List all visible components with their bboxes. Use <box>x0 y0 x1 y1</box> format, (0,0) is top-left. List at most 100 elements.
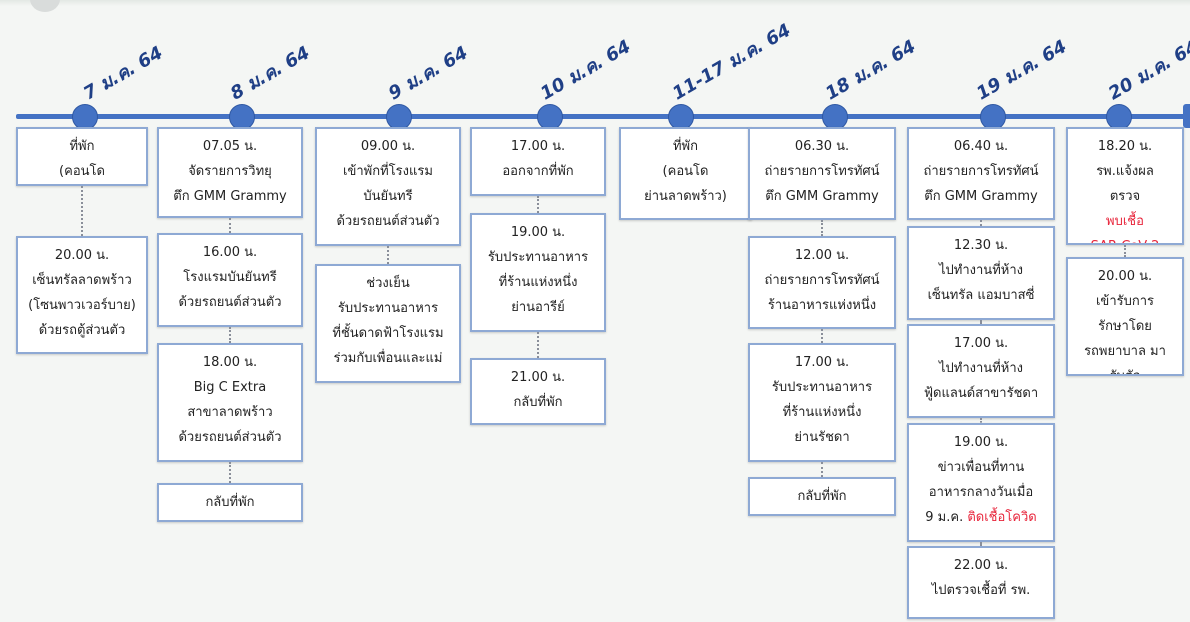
event-text: รพ.แจ้งผล <box>1096 164 1154 179</box>
alert-text: ติดเชื้อโควิด <box>967 510 1037 525</box>
event-text: 20.00 น. <box>54 248 110 263</box>
event-line: รถพยาบาล มา <box>1070 339 1180 364</box>
event-line: ด้วยรถยนต์ส่วนตัว <box>161 425 299 450</box>
event-text: 06.30 น. <box>794 139 850 154</box>
event-line: ที่ร้านแห่งหนึ่ง <box>474 270 602 295</box>
event-text: ย่านรัชดา <box>794 430 850 445</box>
event-text: ที่ร้านแห่งหนึ่ง <box>782 405 862 420</box>
event-line: กลับที่พัก <box>161 490 299 515</box>
event-text: 18.00 น. <box>202 355 258 370</box>
date-label: 7 ม.ค. 64 <box>80 42 167 105</box>
event-text: รับประทานอาหาร <box>771 380 873 395</box>
event-line: ตรวจ <box>1070 184 1180 209</box>
event-line: เซ็นทรัลลาดพร้าว <box>20 268 144 293</box>
event-text: Big C Extra <box>193 380 267 395</box>
event-text: 12.00 น. <box>794 248 850 263</box>
connector <box>229 327 231 343</box>
event-line: โรงแรมบันยันทรี <box>161 265 299 290</box>
event-text: 22.00 น. <box>953 558 1009 573</box>
connector <box>229 218 231 233</box>
event-line: 06.30 น. <box>752 134 892 159</box>
event-box: กลับที่พัก <box>157 483 303 522</box>
top-shape <box>30 0 60 12</box>
event-text: ช่วงเย็น <box>366 276 410 291</box>
event-text: ไปทำงานที่ห้าง <box>939 263 1023 278</box>
event-text: ฟู้ดแลนด์สาขารัชดา <box>923 386 1039 401</box>
event-text: ตึก GMM Grammy <box>765 189 879 204</box>
event-line: 18.20 น. <box>1070 134 1180 159</box>
alert-text: SAR-CoV-2 <box>1091 239 1160 243</box>
event-box: 17.00 น. รับประทานอาหารที่ร้านแห่งหนึ่งย่… <box>748 343 896 462</box>
event-text: รับประทานอาหาร <box>487 250 589 265</box>
event-text: รับประทานอาหาร <box>337 301 439 316</box>
connector <box>229 462 231 483</box>
event-box: 06.40 น.ถ่ายรายการโทรทัศน์ตึก GMM Grammy <box>907 127 1055 220</box>
event-text: กลับที่พัก <box>797 489 847 504</box>
event-text: ด้วยรถยนต์ส่วนตัว <box>178 430 282 445</box>
event-text: 18.20 น. <box>1097 139 1153 154</box>
event-line: พบเชื้อ <box>1070 209 1180 234</box>
event-line: 17.00 น. <box>752 350 892 375</box>
event-text: 20.00 น. <box>1097 269 1153 284</box>
event-line: อาหารกลางวันเมื่อ <box>911 480 1051 505</box>
event-line: 17.00 น. <box>474 134 602 159</box>
event-line: ถ่ายรายการโทรทัศน์ <box>911 159 1051 184</box>
event-text: 17.00 น. <box>510 139 566 154</box>
event-text: ไปทำงานที่ห้าง <box>939 361 1023 376</box>
date-label: 20 ม.ค. 64 <box>1105 36 1190 105</box>
event-line: สาขาลาดพร้าว <box>161 400 299 425</box>
event-line: รับตัว <box>1070 364 1180 374</box>
event-text: ที่พัก <box>69 139 95 154</box>
event-line: 9 ม.ค. ติดเชื้อโควิด <box>911 505 1051 530</box>
event-line: ออกจากที่พัก <box>474 159 602 184</box>
event-line: 17.00 น. <box>911 331 1051 356</box>
event-box: 19.00 น. ข่าวเพื่อนที่ทานอาหารกลางวันเมื่… <box>907 423 1055 542</box>
event-box: 17.00 น. ออกจากที่พัก <box>470 127 606 196</box>
event-text: 21.00 น. <box>510 370 566 385</box>
event-line: ด้วยรถยนต์ส่วนตัว <box>319 209 457 234</box>
event-text: (คอนโด <box>59 164 105 179</box>
connector <box>821 220 823 236</box>
event-line: รับประทานอาหาร <box>752 375 892 400</box>
event-text: (โซนพาวเวอร์บาย) <box>28 298 136 313</box>
event-line: 12.30 น. <box>911 233 1051 258</box>
event-line: 09.00 น. <box>319 134 457 159</box>
event-line: 19.00 น. <box>474 220 602 245</box>
event-text: ที่พัก <box>672 139 698 154</box>
event-text: เข้ารับการ <box>1095 294 1155 309</box>
event-line: รักษาโดย <box>1070 314 1180 339</box>
event-line: ถ่ายรายการโทรทัศน์ <box>752 159 892 184</box>
event-box: 12.30 น. ไปทำงานที่ห้างเซ็นทรัล แอมบาสซี่ <box>907 226 1055 320</box>
event-line: Big C Extra <box>161 375 299 400</box>
date-label: 18 ม.ค. 64 <box>822 36 920 105</box>
event-text: 06.40 น. <box>953 139 1009 154</box>
event-box: ที่พัก(คอนโดย่านลาดพร้าว) <box>619 127 752 220</box>
event-text: 19.00 น. <box>953 435 1009 450</box>
event-line: 19.00 น. <box>911 430 1051 455</box>
connector <box>980 542 982 546</box>
date-label: 10 ม.ค. 64 <box>537 36 635 105</box>
timeline-line <box>16 114 1190 119</box>
event-box: 22.00 น.ไปตรวจเชื้อที่ รพ. <box>907 546 1055 619</box>
event-line: 22.00 น. <box>911 553 1051 578</box>
connector <box>980 418 982 423</box>
event-text: ด้วยรถตู้ส่วนตัว <box>38 323 126 338</box>
event-line: ข่าวเพื่อนที่ทาน <box>911 455 1051 480</box>
event-box: 06.30 น. ถ่ายรายการโทรทัศน์ตึก GMM Grammy <box>748 127 896 220</box>
event-line: เซ็นทรัล แอมบาสซี่ <box>911 283 1051 308</box>
event-line: ไปทำงานที่ห้าง <box>911 356 1051 381</box>
event-text: 12.30 น. <box>953 238 1009 253</box>
event-line: (คอนโด <box>623 159 748 184</box>
connector <box>387 246 389 264</box>
event-line: 06.40 น. <box>911 134 1051 159</box>
event-line: รพ.แจ้งผล <box>1070 159 1180 184</box>
event-line: ตึก GMM Grammy <box>752 184 892 209</box>
event-box: 07.05 น.จัดรายการวิทยุตึก GMM Grammy <box>157 127 303 218</box>
connector <box>81 186 83 236</box>
event-text: กลับที่พัก <box>513 395 563 410</box>
date-label: 8 ม.ค. 64 <box>227 42 314 105</box>
connector <box>821 329 823 343</box>
timeline-dot <box>1106 104 1132 130</box>
event-line: ถ่ายรายการโทรทัศน์ <box>752 268 892 293</box>
